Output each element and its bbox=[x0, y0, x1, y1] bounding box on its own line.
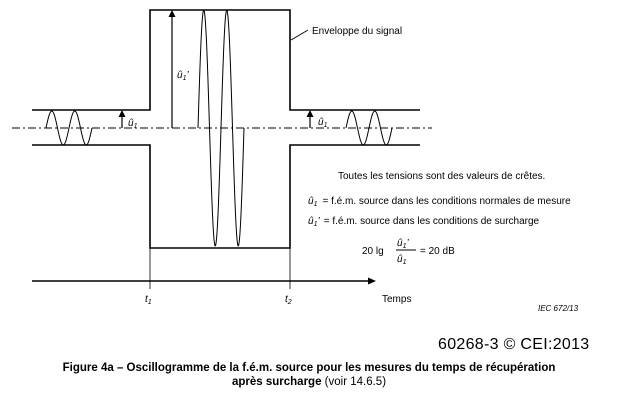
time-axis-label: Temps bbox=[382, 294, 411, 305]
figure-caption-line2: après surcharge (voir 14.6.5) bbox=[0, 376, 618, 388]
left-sine-wave bbox=[45, 110, 93, 146]
u1-label-right: û1 bbox=[318, 117, 328, 129]
t2-label: t2 bbox=[285, 294, 292, 306]
t1-label: t1 bbox=[145, 294, 152, 306]
def-u1-row: û1= f.é.m. source dans les conditions no… bbox=[308, 196, 571, 208]
ratio-denominator: û1 bbox=[397, 254, 407, 266]
standard-reference: 60268-3 © CEI:2013 bbox=[438, 336, 590, 353]
iec-reference: IEC 672/13 bbox=[538, 304, 579, 313]
ratio-numerator: û1’ bbox=[397, 238, 409, 250]
arrow-head-icon bbox=[118, 110, 126, 117]
arrow-head-icon bbox=[168, 10, 176, 17]
caption-bold-part: après surcharge bbox=[231, 376, 322, 388]
axis-arrow-icon bbox=[368, 277, 376, 285]
lower-envelope-line bbox=[32, 144, 420, 249]
right-sine-wave bbox=[345, 110, 393, 146]
ratio-prefix: 20 lg bbox=[362, 246, 384, 257]
u1-label-left: û1 bbox=[128, 118, 138, 130]
overload-sine-wave bbox=[197, 9, 245, 247]
upper-envelope-line bbox=[32, 9, 420, 111]
arrow-head-icon bbox=[306, 110, 314, 117]
envelope-label: Enveloppe du signal bbox=[312, 26, 402, 37]
oscillogram-diagram: û1 û1’ û1 Enveloppe du signal Toutes les… bbox=[12, 9, 579, 313]
def-u1-prime-row: û1’= f.é.m. source dans les conditions d… bbox=[308, 216, 540, 228]
ratio-result: = 20 dB bbox=[420, 246, 455, 257]
envelope-leader-line bbox=[290, 29, 309, 41]
caption-rest: (voir 14.6.5) bbox=[321, 376, 387, 388]
u1-prime-label: û1’ bbox=[177, 70, 189, 82]
figure-caption-line1: Figure 4a – Oscillogramme de la f.é.m. s… bbox=[62, 362, 556, 374]
peak-values-note: Toutes les tensions sont des valeurs de … bbox=[338, 171, 545, 182]
